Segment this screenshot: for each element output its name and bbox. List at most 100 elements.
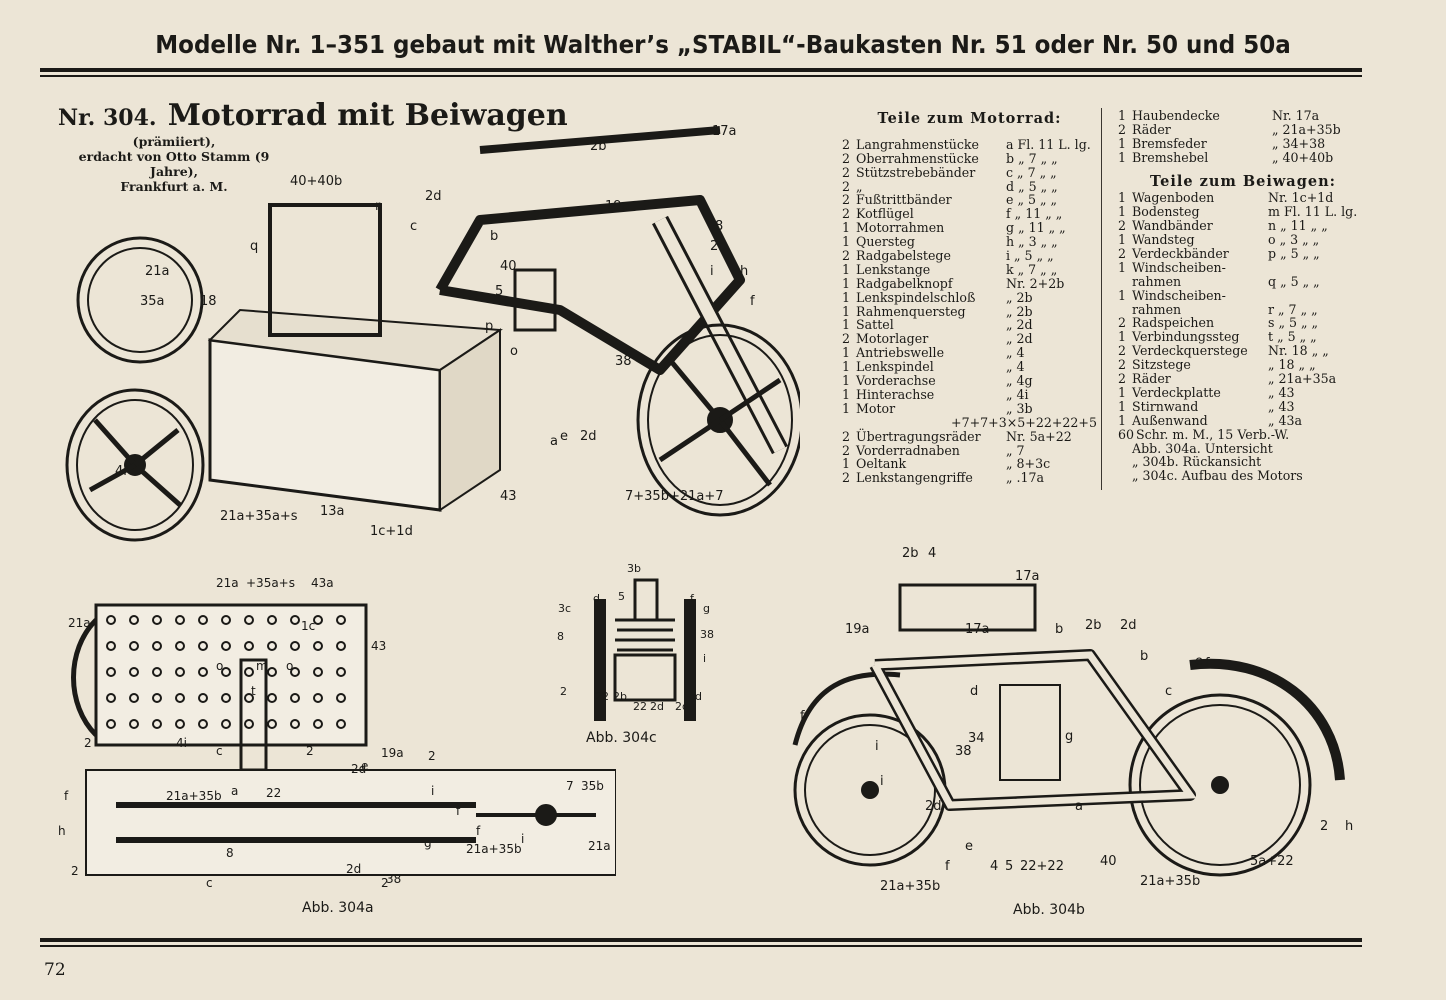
part-code: „ 18 „ „ bbox=[1268, 357, 1316, 373]
part-quantity bbox=[1118, 469, 1132, 483]
part-quantity: 1 bbox=[1118, 384, 1127, 400]
part-label: q bbox=[250, 239, 258, 254]
part-label: a bbox=[231, 784, 238, 798]
part-code: h „ 3 „ „ bbox=[1006, 234, 1058, 250]
plate-hole bbox=[267, 667, 277, 677]
part-quantity: 1 bbox=[842, 400, 851, 416]
part-label: 21a bbox=[68, 616, 91, 630]
part-label: 43 bbox=[371, 639, 386, 653]
part-name: Vorderradnaben bbox=[856, 442, 960, 458]
part-quantity: 1 bbox=[1118, 259, 1127, 275]
plate-hole bbox=[313, 667, 323, 677]
part-label: 5 bbox=[495, 284, 503, 299]
part-code: Nr. 2+2b bbox=[1006, 275, 1065, 291]
part-label: 2d bbox=[346, 862, 361, 876]
plate-hole bbox=[290, 719, 300, 729]
part-label: 13a bbox=[320, 504, 345, 519]
part-label: f bbox=[800, 709, 805, 724]
part-label: 21a bbox=[216, 576, 239, 590]
part-code: c „ 7 „ „ bbox=[1006, 164, 1057, 180]
footer-rule-thin bbox=[40, 945, 1362, 947]
part-code: „ .17a bbox=[1006, 470, 1045, 486]
chassis-underside bbox=[85, 769, 616, 876]
part-code: „ 34+38 bbox=[1272, 135, 1326, 151]
plate-hole bbox=[313, 719, 323, 729]
beiwagen-parts-heading: Teile zum Beiwagen: bbox=[1150, 172, 1336, 190]
plate-hole bbox=[106, 719, 116, 729]
part-code: „ 4i bbox=[1006, 386, 1029, 402]
part-quantity: 1 bbox=[842, 345, 851, 361]
part-label: 7+35b+21a+7 bbox=[625, 489, 724, 504]
part-quantity: 1 bbox=[842, 261, 851, 277]
parts-row: +7+7+3×5+22+22+5 bbox=[842, 415, 1097, 430]
part-label: f bbox=[1205, 656, 1210, 671]
part-code: „ 43 bbox=[1268, 384, 1295, 400]
part-quantity bbox=[1118, 303, 1132, 317]
model-subtitle: (prämiiert), erdacht von Otto Stamm (9 J… bbox=[58, 134, 290, 194]
award-note: (prämiiert), bbox=[132, 134, 216, 149]
part-label: 21a+35b bbox=[466, 842, 522, 856]
plate-hole bbox=[336, 615, 346, 625]
part-name: Wandbänder bbox=[1132, 218, 1213, 234]
part-quantity: 2 bbox=[842, 150, 851, 166]
plate-hole bbox=[336, 667, 346, 677]
motorcycle-frame bbox=[435, 195, 745, 375]
plate-hole bbox=[152, 615, 162, 625]
part-code: d „ 5 „ „ bbox=[1006, 178, 1058, 194]
part-quantity: 1 bbox=[1118, 204, 1127, 220]
plate-hole bbox=[221, 641, 231, 651]
part-quantity: 2 bbox=[842, 178, 851, 194]
part-label: 2b bbox=[613, 690, 627, 703]
part-quantity: 2 bbox=[842, 331, 851, 347]
part-label: 21a+35b bbox=[1140, 874, 1200, 889]
plate-hole bbox=[129, 719, 139, 729]
part-quantity: 1 bbox=[1118, 149, 1127, 165]
part-label: 2d bbox=[580, 429, 597, 444]
part-label: 22 bbox=[595, 690, 609, 703]
model-number: Nr. 304. bbox=[58, 105, 157, 131]
part-code: i „ 5 „ „ bbox=[1006, 248, 1054, 264]
part-label: 34 bbox=[968, 731, 985, 746]
part-label: f bbox=[456, 804, 461, 818]
part-label: a bbox=[550, 434, 558, 449]
part-label: g bbox=[424, 836, 432, 850]
part-quantity: 1 bbox=[1118, 135, 1127, 151]
part-label: 1c bbox=[301, 619, 315, 633]
part-label: c bbox=[410, 219, 417, 234]
part-label: 19a bbox=[845, 622, 870, 637]
part-quantity: 2 bbox=[842, 442, 851, 458]
plate-hole bbox=[290, 641, 300, 651]
part-quantity bbox=[1118, 442, 1132, 456]
header-rule-thin bbox=[40, 75, 1362, 77]
part-label: 1c+1d bbox=[370, 524, 413, 539]
plate-hole bbox=[152, 641, 162, 651]
column-divider bbox=[1101, 108, 1102, 490]
part-label: g bbox=[1065, 729, 1073, 744]
sidecar-front-wheel bbox=[65, 388, 205, 542]
part-name: Bremsfeder bbox=[1132, 135, 1207, 151]
part-label: 2 bbox=[1320, 819, 1328, 834]
part-name: Stützstrebebänder bbox=[856, 164, 976, 180]
part-label: 38 bbox=[386, 872, 401, 886]
part-quantity: 1 bbox=[1118, 398, 1127, 414]
part-label: 4 bbox=[928, 546, 936, 561]
part-name: Verdeckquerstege bbox=[1132, 343, 1248, 359]
part-label: 2d bbox=[925, 799, 942, 814]
part-label: 17a bbox=[712, 124, 737, 139]
part-label: e bbox=[361, 759, 368, 773]
part-name: Sitzstege bbox=[1132, 357, 1191, 373]
part-name: rahmen bbox=[1132, 301, 1182, 317]
part-label: 18 bbox=[200, 294, 217, 309]
